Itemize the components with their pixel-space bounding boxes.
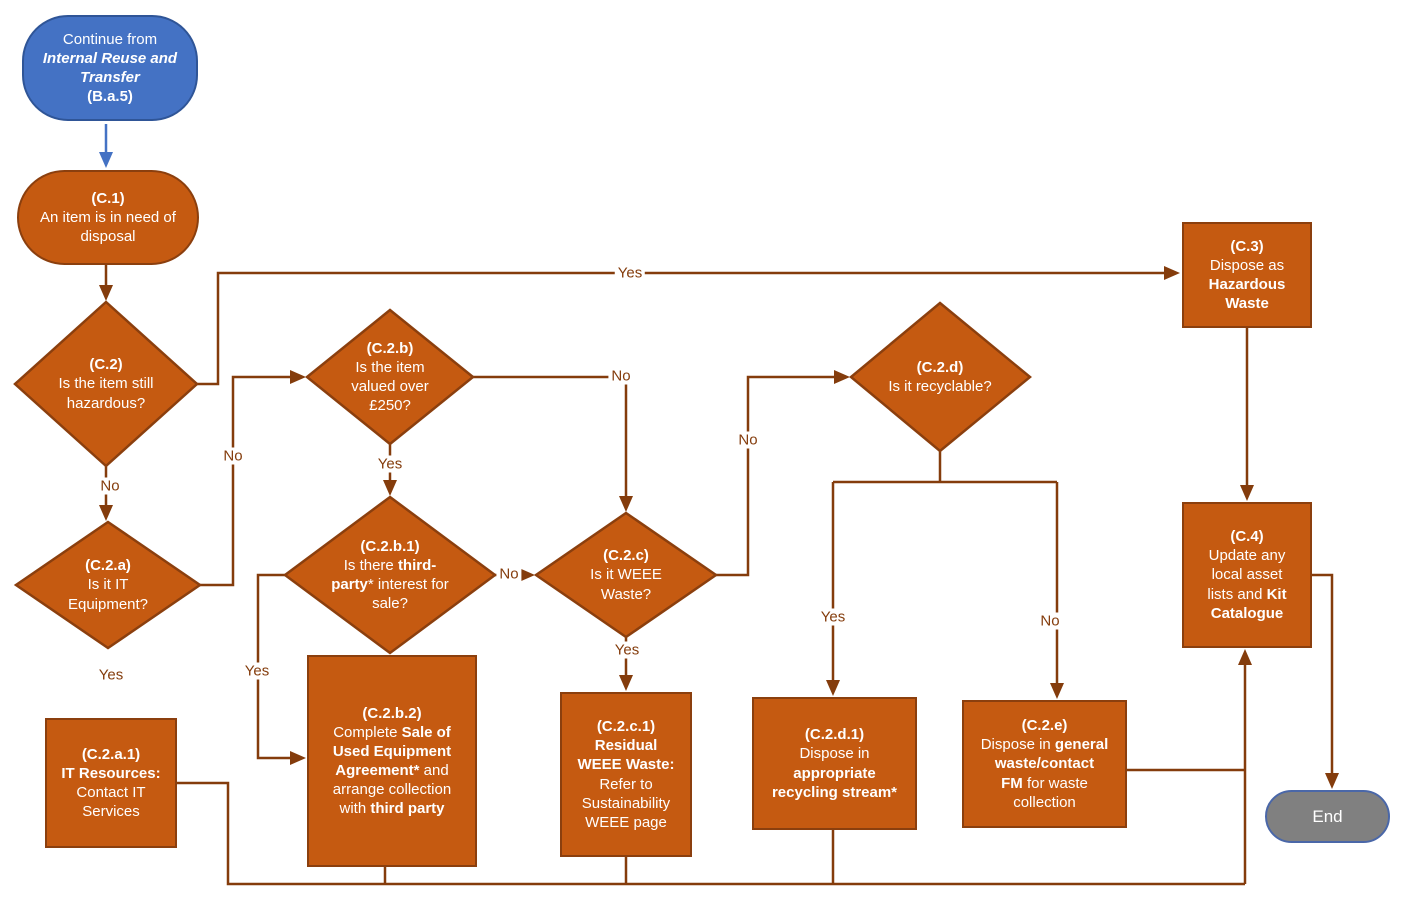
edge-c2b-no-c2c	[473, 375, 633, 512]
node-c2d-shape	[849, 301, 1032, 453]
edge-label-c2c-yes: Yes	[611, 641, 643, 659]
node-c2a-shape	[13, 520, 203, 650]
node-c2b1-shape	[282, 495, 498, 655]
edge-c2-yes-c3	[197, 266, 1180, 386]
edge-c2a-no-c2b	[200, 370, 306, 587]
edge-label-c2-yes: Yes	[614, 264, 646, 282]
edge-label-c2-no: No	[97, 477, 123, 495]
edge-label-c2b-yes: Yes	[374, 455, 406, 473]
edge-c2c-no-c2d	[716, 370, 850, 577]
edge-label-c2a-no: No	[220, 447, 246, 465]
node-end: End	[1265, 790, 1390, 843]
node-c2d: (C.2.d)Is it recyclable?	[888, 358, 992, 395]
edge-label-c2c-no: No	[735, 431, 761, 449]
edge-label-c2a-yes: Yes	[95, 666, 127, 684]
node-c2b-shape	[305, 308, 475, 446]
edge-c2d-split	[833, 451, 1057, 484]
edge-c4-end	[1312, 573, 1339, 789]
edge-label-c2b1-yes: Yes	[241, 662, 273, 680]
node-c2b1: (C.2.b.1)Is there third-party* interest …	[331, 537, 449, 613]
edge-bottom-rail	[177, 781, 1245, 886]
edge-label-c2b-no: No	[608, 367, 634, 385]
edge-label-c2d-no: No	[1037, 612, 1063, 630]
edge-label-c2d-yes: Yes	[817, 608, 849, 626]
node-c2c-shape	[533, 511, 719, 639]
node-c2-shape	[13, 300, 199, 468]
edge-label-c2b1-no: No	[496, 565, 522, 583]
